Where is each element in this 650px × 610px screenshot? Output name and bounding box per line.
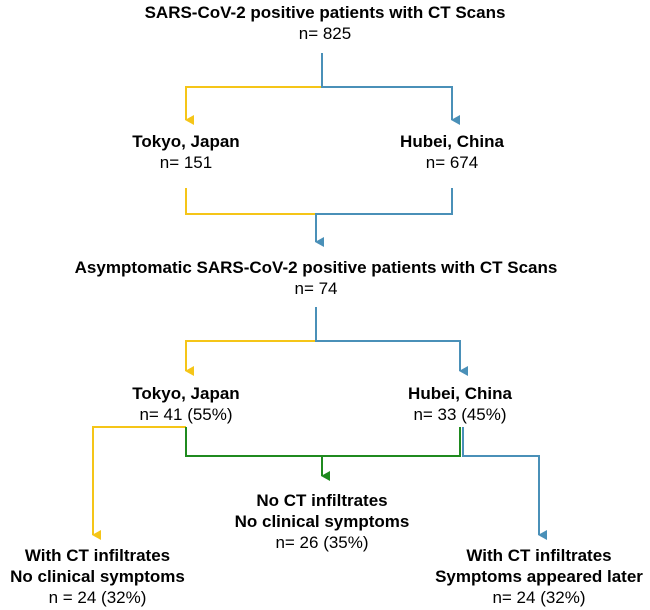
node-infnosym-line1: With CT infiltrates <box>24 546 171 565</box>
node-hubei-1-title: Hubei, China <box>400 132 504 151</box>
node-tokyo-1: Tokyo, Japan n= 151 <box>86 131 286 173</box>
node-asymptomatic: Asymptomatic SARS-CoV-2 positive patient… <box>0 257 632 299</box>
connector-asym-to-tokyo2 <box>185 307 317 376</box>
node-tokyo-1-count: n= 151 <box>159 153 213 172</box>
node-noinf-line1: No CT infiltrates <box>256 491 388 510</box>
connector-all-to-hubei1 <box>321 53 460 125</box>
node-noinf-line2: No clinical symptoms <box>234 512 410 531</box>
node-hubei-2-title: Hubei, China <box>408 384 512 403</box>
node-tokyo-2-title: Tokyo, Japan <box>132 384 240 403</box>
node-inflater-line1: With CT infiltrates <box>466 546 612 565</box>
node-infiltrates-no-symptoms: With CT infiltrates No clinical symptoms… <box>0 545 195 608</box>
node-hubei-1-count: n= 674 <box>425 153 479 172</box>
node-hubei-2-count: n= 33 (45%) <box>413 405 507 424</box>
connector-asym-to-hubei2 <box>315 307 468 376</box>
node-all-count: n= 825 <box>298 24 352 43</box>
node-asym-count: n= 74 <box>294 279 338 298</box>
connector-tokyo1-to-asym <box>185 188 316 215</box>
node-asym-title: Asymptomatic SARS-CoV-2 positive patient… <box>74 258 558 277</box>
node-inflater-count: n= 24 (32%) <box>492 588 586 607</box>
node-hubei-2: Hubei, China n= 33 (45%) <box>360 383 560 425</box>
connector-hubei2-to-inflater <box>462 427 547 540</box>
node-all-title: SARS-CoV-2 positive patients with CT Sca… <box>144 3 506 22</box>
node-infiltrates-symptoms-later: With CT infiltrates Symptoms appeared la… <box>428 545 650 608</box>
connector-all-to-tokyo1 <box>185 53 323 125</box>
connector-hubei1-to-asym <box>315 188 453 247</box>
node-tokyo-2: Tokyo, Japan n= 41 (55%) <box>86 383 286 425</box>
node-hubei-1: Hubei, China n= 674 <box>352 131 552 173</box>
node-noinf-count: n= 26 (35%) <box>275 533 369 552</box>
node-no-infiltrates: No CT infiltrates No clinical symptoms n… <box>192 490 452 553</box>
node-infnosym-line2: No clinical symptoms <box>10 567 185 586</box>
node-inflater-line2: Symptoms appeared later <box>435 567 643 586</box>
connector-to-noinf <box>185 427 461 476</box>
node-infnosym-count: n = 24 (32%) <box>48 588 147 607</box>
node-all-patients: SARS-CoV-2 positive patients with CT Sca… <box>0 2 650 44</box>
node-tokyo-1-title: Tokyo, Japan <box>132 132 240 151</box>
connector-tokyo2-to-infnosym <box>92 426 186 540</box>
node-tokyo-2-count: n= 41 (55%) <box>139 405 233 424</box>
